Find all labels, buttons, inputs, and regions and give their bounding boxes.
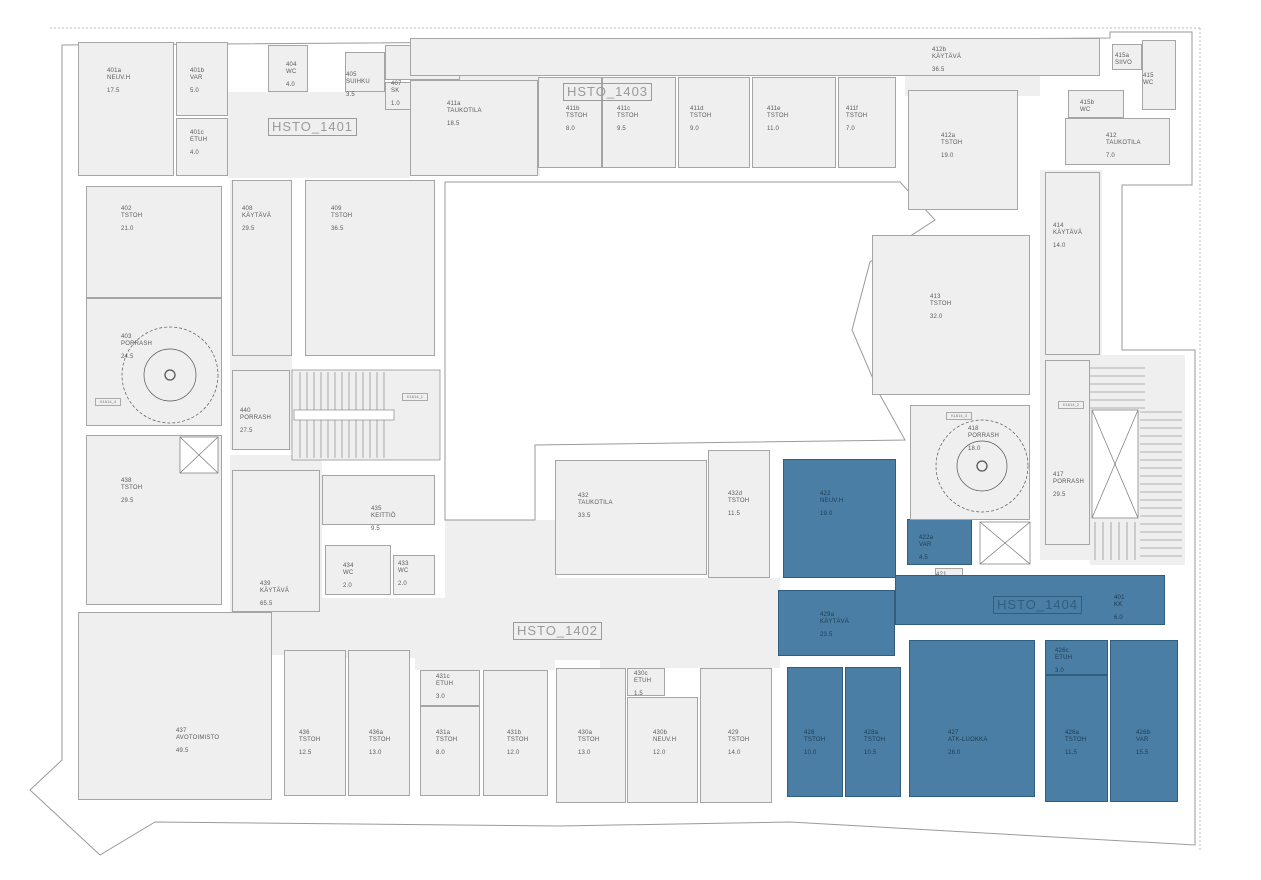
room-412b[interactable]: [410, 38, 1100, 76]
room-417[interactable]: [1045, 360, 1090, 545]
floor-area: [555, 578, 780, 660]
room-429a[interactable]: [778, 590, 895, 656]
room-411b[interactable]: [538, 77, 602, 168]
room-426c[interactable]: [1045, 640, 1108, 675]
room-433[interactable]: [393, 555, 435, 595]
room-436[interactable]: [284, 650, 346, 796]
section-tag: K1614_1: [402, 393, 429, 401]
zone-label-hsto-1402[interactable]: HSTO_1402: [513, 622, 603, 640]
floor-area: [445, 520, 557, 660]
room-435[interactable]: [322, 475, 435, 525]
zone-label-hsto-1404[interactable]: HSTO_1404: [993, 596, 1083, 614]
room-401c[interactable]: [176, 118, 228, 176]
room-426b[interactable]: [1110, 640, 1178, 802]
room-434[interactable]: [325, 545, 391, 595]
room-430b[interactable]: [627, 697, 698, 803]
room-411e[interactable]: [752, 77, 836, 168]
room-427[interactable]: [909, 640, 1035, 797]
room-411d[interactable]: [678, 77, 750, 168]
room-412[interactable]: [1065, 118, 1170, 165]
room-415b[interactable]: [1068, 90, 1124, 118]
room-438[interactable]: [86, 435, 222, 605]
room-414[interactable]: [1045, 172, 1100, 355]
room-404[interactable]: [268, 45, 308, 92]
room-422a[interactable]: [907, 519, 972, 565]
room-415[interactable]: [1142, 40, 1176, 110]
room-405[interactable]: [345, 52, 385, 92]
room-437[interactable]: [78, 612, 272, 800]
room-439[interactable]: [232, 470, 320, 612]
room-431b[interactable]: [483, 670, 548, 796]
room-428[interactable]: [787, 667, 843, 797]
room-436a[interactable]: [348, 650, 410, 796]
section-tag: K1614_3: [946, 412, 973, 420]
room-401[interactable]: [895, 575, 1165, 625]
zone-label-hsto-1403[interactable]: HSTO_1403: [563, 83, 653, 101]
room-426a[interactable]: [1045, 675, 1108, 802]
room-403[interactable]: [86, 298, 222, 426]
room-408[interactable]: [232, 180, 292, 356]
room-401b[interactable]: [176, 42, 228, 116]
room-411c[interactable]: [602, 77, 676, 168]
room-429[interactable]: [700, 668, 772, 803]
room-402[interactable]: [86, 186, 222, 298]
room-430c[interactable]: [627, 668, 665, 696]
section-tag: K1614_2: [1058, 401, 1085, 409]
room-432d[interactable]: [708, 450, 770, 578]
room-401a[interactable]: [78, 42, 174, 176]
room-411a[interactable]: [410, 80, 538, 176]
room-412a[interactable]: [908, 90, 1018, 210]
floor-area: [600, 655, 780, 668]
section-tag: K1614_4: [95, 398, 122, 406]
room-409[interactable]: [305, 180, 435, 356]
room-430a[interactable]: [556, 668, 626, 803]
room-415a[interactable]: [1112, 44, 1142, 70]
room-431c[interactable]: [420, 670, 480, 706]
room-411f[interactable]: [838, 77, 896, 168]
room-440[interactable]: [232, 370, 290, 450]
room-431a[interactable]: [420, 706, 480, 796]
floor-area: [415, 655, 555, 670]
room-422[interactable]: [783, 459, 896, 578]
room-418[interactable]: [910, 405, 1030, 520]
room-432[interactable]: [555, 460, 707, 575]
room-428a[interactable]: [845, 667, 901, 797]
room-407[interactable]: [385, 82, 411, 110]
zone-label-hsto-1401[interactable]: HSTO_1401: [268, 118, 358, 136]
room-413[interactable]: [872, 235, 1030, 395]
